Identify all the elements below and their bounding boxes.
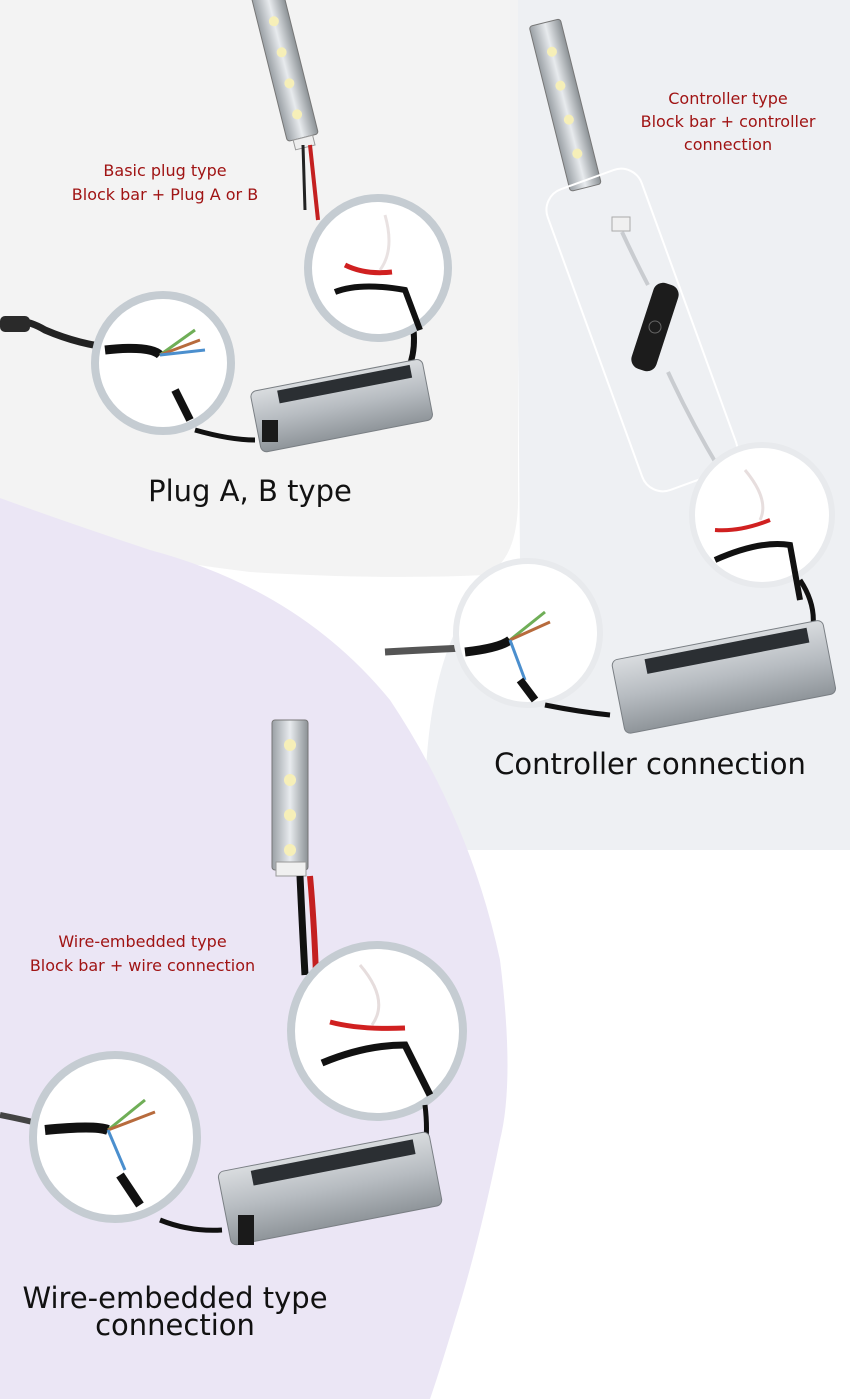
wire-detail-icon [453,558,603,708]
controller-heading: Controller connection [480,749,820,779]
plug-caption-line2: Block bar + Plug A or B [71,185,259,204]
plug-panel-bg [0,0,519,577]
power-plug-icon [0,316,30,332]
wire-detail-icon [689,442,835,601]
wire-caption-line2: Block bar + wire connection [29,956,256,975]
wire-heading-line1: Wire-embedded type [22,1281,328,1315]
led-strip-icon [529,18,602,192]
power-supply-icon [611,620,837,734]
wire-caption: Wire-embedded type Block bar + wire conn… [10,930,275,978]
led-strip-icon [271,719,309,877]
power-supply-icon [217,1131,443,1246]
controller-caption-line1: Controller type [668,89,788,108]
wire-heading-line2: connection [95,1308,255,1342]
wire-detail-icon [287,941,467,1121]
controller-remote-icon [631,282,679,372]
controller-section-graphics [384,18,837,734]
wire-caption-line1: Wire-embedded type [58,932,227,951]
controller-caption-line3: connection [683,135,773,154]
wire-section-graphics [0,719,467,1246]
plug-heading-text: Plug A, B type [148,474,352,508]
controller-heading-text: Controller connection [494,747,806,781]
wire-detail-icon [29,1051,201,1223]
wire-detail-icon [304,194,452,342]
power-supply-icon [250,359,433,453]
controller-caption-line2: Block bar + controller [640,112,816,131]
plug-caption-line1: Basic plug type [103,161,227,180]
plug-section-graphics [0,0,452,453]
plug-heading: Plug A, B type [100,476,400,506]
led-strip-icon [248,0,319,151]
wire-detail-icon [91,291,235,435]
controller-caption: Controller type Block bar + controller c… [608,87,848,156]
plug-caption: Basic plug type Block bar + Plug A or B [40,159,290,207]
wire-heading: Wire-embedded type connection [10,1281,340,1342]
